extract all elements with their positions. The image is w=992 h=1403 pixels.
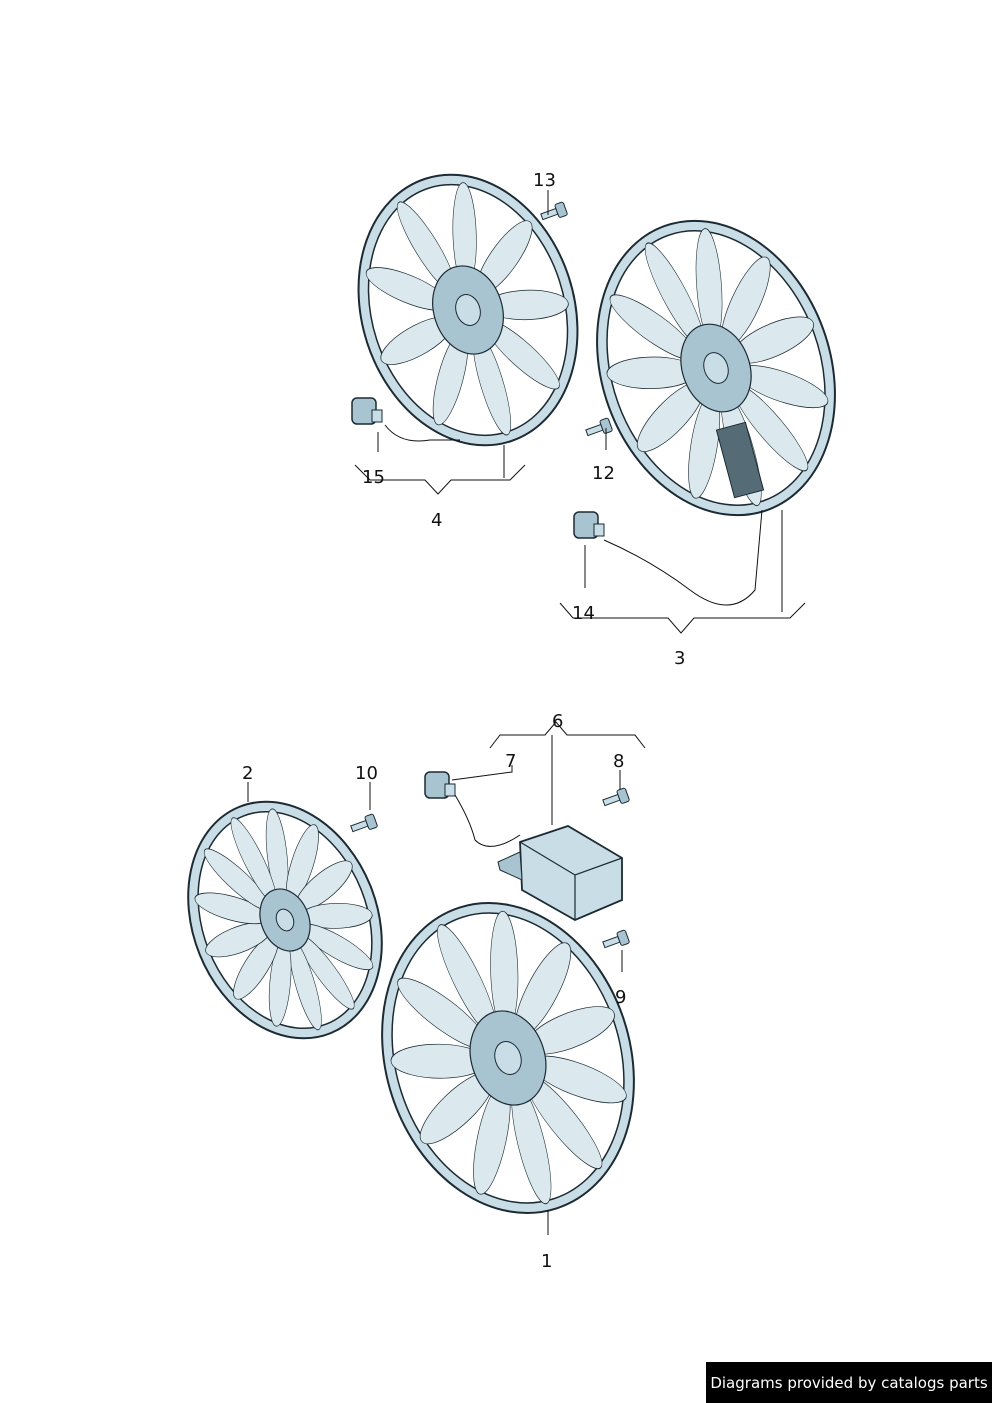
bolt-9 — [602, 929, 630, 949]
radiator-fan-2 — [187, 800, 383, 1040]
fan-3-control-module — [715, 421, 765, 499]
callout-10: 10 — [355, 763, 378, 784]
radiator-fan-1 — [381, 902, 635, 1214]
callout-1: 1 — [541, 1251, 552, 1272]
callout-12: 12 — [592, 463, 615, 484]
callout-14: 14 — [572, 603, 595, 624]
fan-control-unit-6 — [497, 825, 623, 922]
radiator-fan-3 — [596, 219, 836, 517]
callout-3: 3 — [674, 648, 685, 669]
connector-15 — [351, 397, 383, 425]
callout-9: 9 — [615, 987, 626, 1008]
callout-8: 8 — [613, 751, 624, 772]
footer-credit: Diagrams provided by catalogs parts — [706, 1362, 992, 1403]
bolt-13 — [540, 201, 568, 221]
leader-lines — [247, 190, 806, 1235]
callout-4: 4 — [431, 510, 442, 531]
callout-6: 6 — [552, 711, 563, 732]
connector-7 — [424, 771, 456, 799]
bolt-12 — [585, 417, 613, 437]
callout-7: 7 — [505, 751, 516, 772]
callout-2: 2 — [242, 763, 253, 784]
radiator-fan-4 — [357, 173, 579, 447]
bolt-8 — [602, 787, 630, 807]
callout-15: 15 — [362, 467, 385, 488]
callout-13: 13 — [533, 170, 556, 191]
connector-14 — [573, 511, 605, 539]
callout-labels: 13 15 4 12 14 3 6 7 8 2 10 9 1 — [242, 170, 685, 1272]
bolt-10 — [350, 813, 378, 833]
